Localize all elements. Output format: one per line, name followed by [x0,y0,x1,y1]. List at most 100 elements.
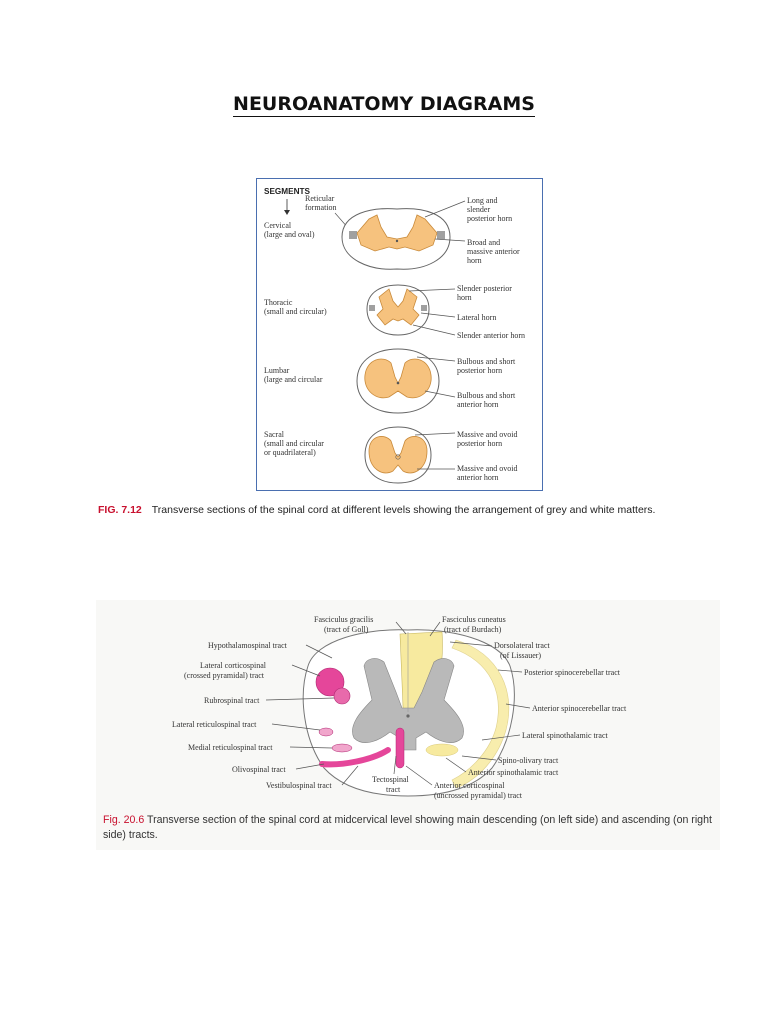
label-posterior-spinocerebellar: Posterior spinocerebellar tract [524,668,621,677]
tracts-diagram: Fasciculus gracilis (tract of Goll) Fasc… [172,615,627,800]
pointer-lateral-corticospinal [291,664,321,677]
label-lateral-spinothalamic: Lateral spinothalamic tract [522,731,609,740]
pointer-anterior-spinocerebellar [505,703,531,709]
pointer-rubrospinal [265,697,335,701]
rubrospinal-tract [333,687,351,705]
cervical-label-6: horn [467,256,482,265]
lumbar-pointer-2 [424,390,456,398]
grey-matter [352,658,464,751]
label-medial-reticulospinal: Medial reticulospinal tract [188,743,273,752]
pointer-anterior-spinothalamic [445,757,467,773]
label-lateral-reticulospinal: Lateral reticulospinal tract [172,720,257,729]
anterior-corticospinal-tract [395,727,405,769]
sacral-label-1: Massive and ovoid [457,430,517,439]
figure2-caption-text: Transverse section of the spinal cord at… [103,814,712,841]
segment-sacral-name: Sacral [264,430,285,439]
label-anterior-spinocerebellar: Anterior spinocerebellar tract [532,704,627,713]
label-anterior-spinothalamic: Anterior spinothalamic tract [468,768,559,777]
cervical-label-3: posterior horn [467,214,512,223]
figure-spinal-segments: SEGMENTS Reticular formation Cervical (l… [256,178,543,491]
cervical-label-2: slender [467,205,490,214]
cervical-cross-section [341,208,451,270]
label-tract-of-goll: (tract of Goll) [324,625,369,634]
label-fasciculus-gracilis: Fasciculus gracilis [314,615,373,624]
lumbar-label-2: posterior horn [457,366,502,375]
segment-cervical-desc: (large and oval) [264,230,315,239]
label-anterior-corticospinal: Anterior corticospinal [434,781,505,790]
lumbar-cross-section [356,348,440,414]
lumbar-label-1: Bulbous and short [457,357,516,366]
label-uncrossed-pyramidal: (uncrossed pyramidal) tract [434,791,523,800]
pointer-hypothalamospinal [305,644,333,659]
label-olivospinal: Olivospinal tract [232,765,286,774]
sacral-label-4: anterior horn [457,473,499,482]
label-hypothalamospinal: Hypothalamospinal tract [208,641,288,650]
label-crossed-pyramidal: (crossed pyramidal) tract [184,671,265,680]
thoracic-label-4: Slender anterior horn [457,331,525,340]
pointer-olivospinal [295,763,325,770]
label-fasciculus-cuneatus: Fasciculus cuneatus [442,615,506,624]
lateral-reticulospinal-tract [318,727,334,737]
segment-lumbar-desc: (large and circular [264,375,323,384]
cervical-pointer-2 [434,238,466,242]
pointer-medial-reticulospinal [289,746,333,749]
page-title: NEUROANATOMY DIAGRAMS [0,93,768,117]
label-tract-of-burdach: (tract of Burdach) [444,625,502,634]
pointer-spino-olivary [461,755,497,761]
spinocerebellar-band [451,639,510,789]
reticular-label-1: Reticular [305,194,335,203]
thoracic-pointer-2 [420,312,456,318]
cervical-label-4: Broad and [467,238,500,247]
segment-sacral-desc: (small and circular [264,439,324,448]
pointer-tectospinal [393,755,397,775]
label-tectospinal: Tectospinal [372,775,410,784]
label-tectospinal-tract: tract [386,785,401,794]
thoracic-pointer-1 [408,288,456,292]
segment-sacral-desc-2: or quadrilateral) [264,448,316,457]
figure1-caption: FIG. 7.12 Transverse sections of the spin… [98,504,738,516]
figure-spinal-tracts: Fasciculus gracilis (tract of Goll) Fasc… [96,600,720,850]
pointer-posterior-spinocerebellar [497,669,523,673]
sacral-cross-section [364,426,432,484]
lateral-corticospinal-tract [315,667,345,697]
label-of-lissauer: (of Lissauer) [500,651,541,660]
sacral-label-2: posterior horn [457,439,502,448]
figure1-caption-number: FIG. 7.12 [98,504,142,516]
label-spino-olivary: Spino-olivary tract [498,756,559,765]
thoracic-cross-section [366,284,430,336]
pointer-cuneatus [429,621,441,637]
label-lateral-corticospinal: Lateral corticospinal [200,661,267,670]
vestibulospinal-tract [319,747,391,768]
pointer-lateral-reticulospinal [271,723,321,731]
figure2-caption-number: Fig. 20.6 [103,814,145,826]
page-title-text: NEUROANATOMY DIAGRAMS [233,93,535,117]
spinothalamic-tract [425,743,459,757]
pointer-lateral-spinothalamic [481,734,521,741]
segment-thoracic-name: Thoracic [264,298,293,307]
sacral-pointer-1 [414,432,456,436]
cervical-label-1: Long and [467,196,497,205]
segment-thoracic-desc: (small and circular) [264,307,327,316]
lumbar-label-3: Bulbous and short [457,391,516,400]
segment-cervical-name: Cervical [264,221,292,230]
segment-lumbar-name: Lumbar [264,366,290,375]
lumbar-pointer-1 [416,356,456,362]
label-dorsolateral: Dorsolateral tract [494,641,551,650]
central-canal [406,714,410,718]
figure1-caption-text: Transverse sections of the spinal cord a… [151,504,656,516]
thoracic-label-1: Slender posterior [457,284,512,293]
figure2-caption: Fig. 20.6 Transverse section of the spin… [103,813,721,843]
medial-reticulospinal-tract [331,743,353,753]
segments-arrow-head [284,210,290,215]
label-vestibulospinal: Vestibulospinal tract [266,781,332,790]
cervical-label-5: massive anterior [467,247,520,256]
thoracic-label-2: horn [457,293,472,302]
thoracic-label-3: Lateral horn [457,313,496,322]
thoracic-pointer-3 [412,324,456,336]
segments-heading: SEGMENTS [264,187,310,196]
segments-diagram: SEGMENTS Reticular formation Cervical (l… [264,187,525,484]
lumbar-label-4: anterior horn [457,400,499,409]
pointer-gracilis [395,621,407,635]
sacral-label-3: Massive and ovoid [457,464,517,473]
pointer-anterior-corticospinal [405,765,433,786]
